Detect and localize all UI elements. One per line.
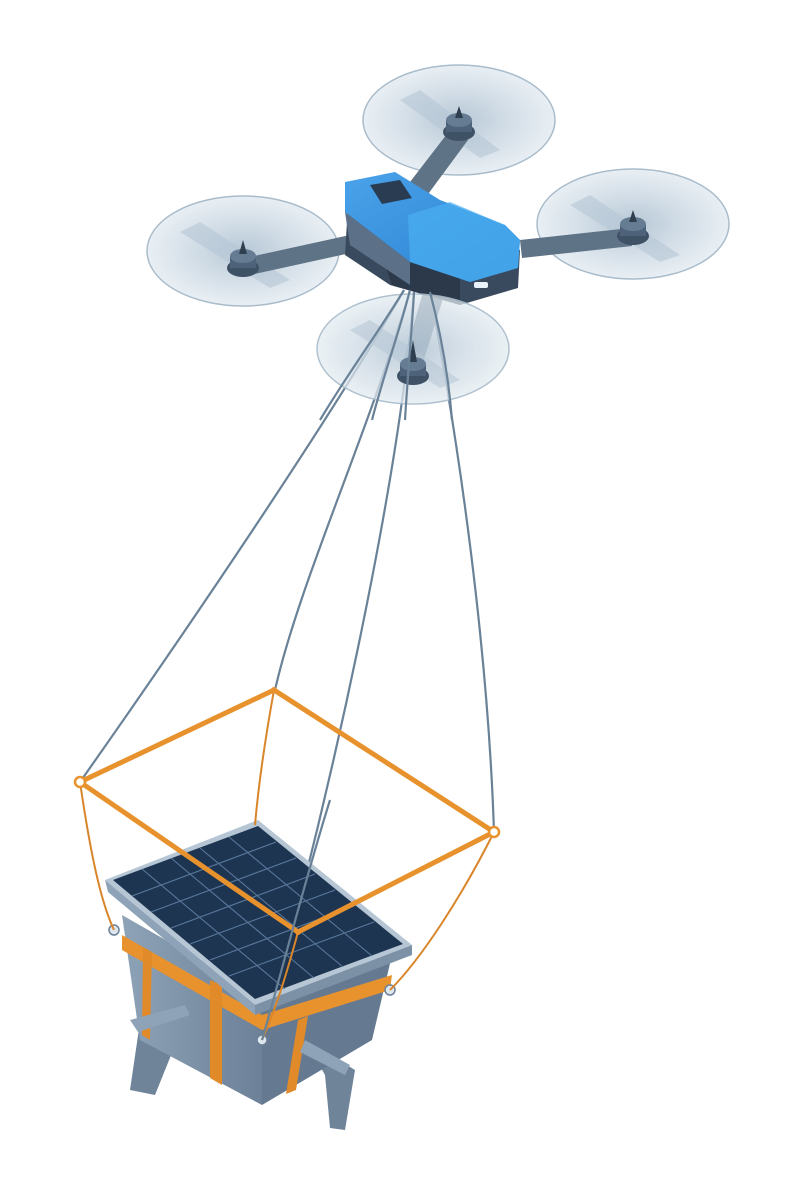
motor-right (617, 210, 649, 245)
payload-crate (105, 820, 412, 1130)
tether-front (319, 289, 454, 421)
drone-body (345, 172, 520, 305)
motor-left (227, 240, 259, 277)
motors (227, 106, 649, 277)
solar-panel-grid (131, 836, 375, 990)
motor-front (397, 340, 429, 385)
orange-sling-frame (73, 687, 501, 1041)
propeller-front (316, 293, 510, 405)
tether-over-panel (260, 799, 332, 1041)
motor-rear (443, 106, 475, 141)
